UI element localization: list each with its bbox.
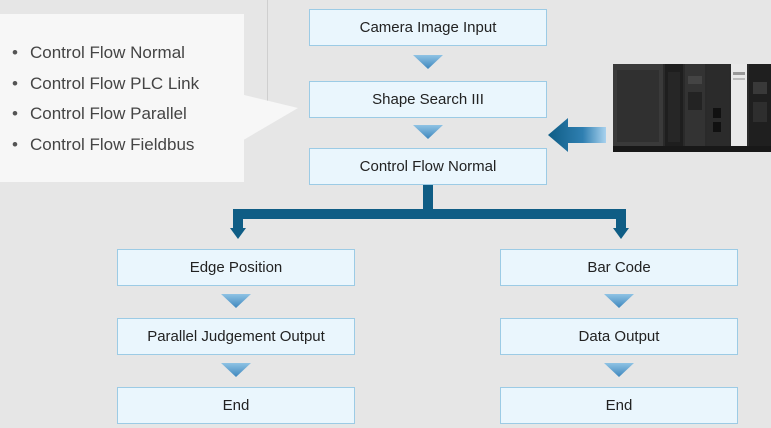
data-output-box: Data Output: [500, 318, 738, 355]
bullet-icon: •: [12, 73, 18, 93]
list-item: • Control Flow Normal: [12, 38, 199, 69]
down-arrow-icon: [604, 363, 634, 377]
list-item: • Control Flow Fieldbus: [12, 130, 199, 161]
down-arrow-icon: [221, 294, 251, 308]
frame-line-vertical: [267, 0, 268, 112]
bullet-icon: •: [12, 134, 18, 154]
parallel-judgement-output-box: Parallel Judgement Output: [117, 318, 355, 355]
control-flow-plc-link-item: Control Flow PLC Link: [30, 73, 200, 93]
down-arrow-icon: [221, 363, 251, 377]
left-branch-arrowhead-icon: [230, 228, 246, 239]
down-arrow-icon: [604, 294, 634, 308]
plc-controller-image: [613, 64, 771, 152]
control-flow-normal-item: Control Flow Normal: [30, 43, 185, 62]
callout-pointer: [240, 94, 298, 142]
edge-position-box: Edge Position: [117, 249, 355, 286]
branch-connector-stem: [423, 185, 433, 209]
control-flow-normal-box: Control Flow Normal: [309, 148, 547, 185]
control-flow-parallel-item: Control Flow Parallel: [30, 104, 187, 123]
right-branch-arrowhead-icon: [613, 228, 629, 239]
control-flow-fieldbus-item: Control Flow Fieldbus: [30, 134, 195, 154]
control-flow-callout: • Control Flow Normal • Control Flow PLC L…: [0, 14, 244, 182]
right-end-box: End: [500, 387, 738, 424]
list-item: • Control Flow Parallel: [12, 99, 199, 130]
list-item: • Control Flow PLC Link: [12, 69, 199, 100]
branch-connector-bar: [233, 209, 626, 219]
branch-connector-left-drop: [233, 217, 243, 228]
down-arrow-icon: [413, 55, 443, 69]
bullet-icon: •: [12, 43, 18, 62]
branch-connector-right-drop: [616, 217, 626, 228]
control-flow-list: • Control Flow Normal • Control Flow PLC L…: [12, 38, 199, 160]
camera-image-input-box: Camera Image Input: [309, 9, 547, 46]
bar-code-box: Bar Code: [500, 249, 738, 286]
left-end-box: End: [117, 387, 355, 424]
shape-search-box: Shape Search III: [309, 81, 547, 118]
left-arrow-icon: [548, 118, 606, 152]
bullet-icon: •: [12, 104, 18, 123]
down-arrow-icon: [413, 125, 443, 139]
